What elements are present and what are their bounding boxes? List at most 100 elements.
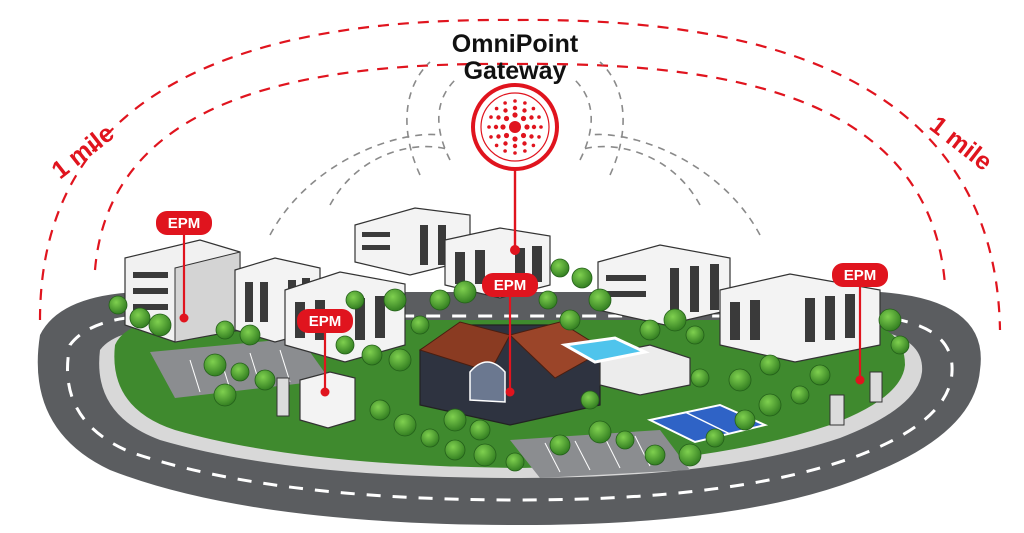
tree: [538, 290, 558, 310]
tree: [129, 307, 151, 329]
gateway-dot: [523, 101, 527, 105]
gateway-title-line2: Gateway: [464, 57, 567, 85]
gateway-connector-dot: [510, 245, 520, 255]
gateway-dot: [522, 141, 527, 146]
gateway-dot: [487, 125, 491, 129]
tree: [443, 408, 467, 432]
tree: [429, 289, 451, 311]
gateway-dot: [503, 115, 510, 122]
tree: [809, 364, 831, 386]
gateway-dot: [496, 134, 501, 139]
trees: [108, 258, 910, 472]
gateway-title-line1: OmniPoint: [452, 30, 579, 58]
gateway-dot: [489, 115, 493, 119]
tree: [705, 428, 725, 448]
gateway-device: [471, 83, 559, 255]
range-label-left: 1 mile: [46, 119, 119, 185]
gateway-dot: [496, 115, 501, 120]
gateway-dot: [520, 115, 527, 122]
tree: [644, 444, 666, 466]
gateway-signal-waves: [269, 61, 761, 236]
tree: [580, 390, 600, 410]
tree: [690, 368, 710, 388]
gateway-icon-dots: [487, 99, 543, 155]
guard-gatehouse: [276, 371, 883, 429]
gateway-dot: [512, 105, 518, 111]
tree: [230, 362, 250, 382]
range-arc-inner: [93, 62, 947, 286]
gateway-dot: [489, 135, 493, 139]
gateway-dot: [500, 124, 506, 130]
gateway-dot: [503, 101, 507, 105]
gateway-dot: [494, 106, 499, 111]
epm-marker-3: EPM: [482, 273, 538, 397]
tree: [369, 399, 391, 421]
gateway-dot: [520, 132, 527, 139]
epm-label-1: EPM: [168, 215, 201, 232]
gateway-dot: [531, 143, 536, 148]
tree: [549, 434, 571, 456]
gateway-dot: [503, 149, 507, 153]
epm-label-2: EPM: [309, 313, 342, 330]
tree: [335, 335, 355, 355]
coverage-range-arcs: [38, 18, 1002, 331]
gateway-dot: [524, 124, 530, 130]
gateway-dot: [539, 125, 543, 129]
tree: [571, 267, 593, 289]
gateway-dot: [503, 132, 510, 139]
tree: [388, 348, 412, 372]
tree: [383, 288, 407, 312]
gateway-dot: [512, 143, 518, 149]
tree: [890, 335, 910, 355]
tree: [473, 443, 497, 467]
tree: [728, 368, 752, 392]
tree: [559, 309, 581, 331]
tree: [685, 325, 705, 345]
tree: [469, 419, 491, 441]
road-lane-markings: [66, 314, 954, 502]
tree: [790, 385, 810, 405]
tree: [203, 353, 227, 377]
tree: [361, 344, 383, 366]
gateway-dot: [522, 108, 527, 113]
gateway-dot: [493, 124, 499, 130]
gateway-dot: [529, 134, 534, 139]
tree: [410, 315, 430, 335]
gateway-dot: [523, 149, 527, 153]
tree: [213, 383, 237, 407]
building-right-front: [719, 273, 881, 363]
swimming-pool: [560, 336, 650, 364]
gateway-dot: [503, 108, 508, 113]
building-right: [597, 244, 731, 326]
range-label-right: 1 mile: [924, 111, 997, 177]
tree: [148, 313, 172, 337]
epm-marker-4: EPM: [832, 263, 888, 385]
gateway-dot: [512, 136, 518, 142]
tennis-court: [646, 403, 769, 444]
tree: [420, 428, 440, 448]
tree: [734, 409, 756, 431]
tree: [588, 420, 612, 444]
gateway-dot: [529, 115, 534, 120]
gateway-dot: [537, 115, 541, 119]
tree: [639, 319, 661, 341]
gateway-dot: [531, 124, 537, 130]
tree: [878, 308, 902, 332]
building-back-center: [354, 207, 471, 276]
tree: [444, 439, 466, 461]
epm-label-3: EPM: [494, 277, 527, 294]
epm-label-4: EPM: [844, 267, 877, 284]
epm-marker-2: EPM: [297, 309, 353, 397]
gateway-dot: [531, 106, 536, 111]
tree: [615, 430, 635, 450]
tree: [345, 290, 365, 310]
gateway-dot: [537, 135, 541, 139]
tree: [663, 308, 687, 332]
tree: [393, 413, 417, 437]
tree: [239, 324, 261, 346]
tree: [759, 354, 781, 376]
tree: [678, 443, 702, 467]
gateway-dot: [513, 99, 517, 103]
epm-marker-1: EPM: [156, 211, 212, 323]
